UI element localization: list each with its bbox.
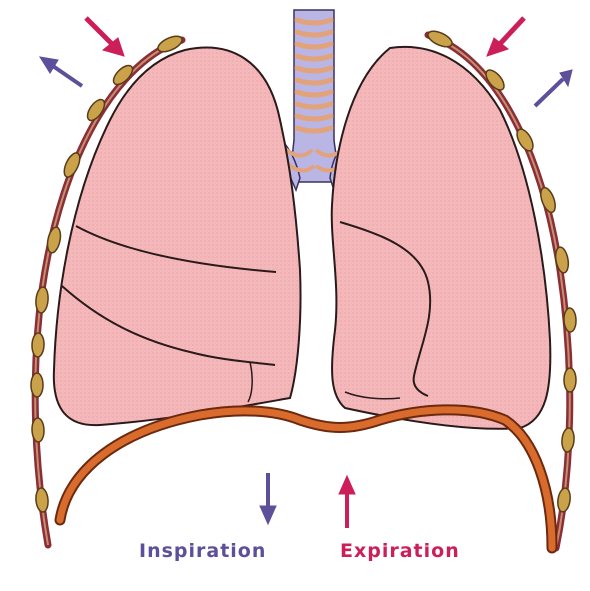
arrow-outward-icon <box>40 57 82 86</box>
left-lung <box>54 48 301 426</box>
arrow-inward-icon <box>86 18 124 56</box>
diaphragm <box>60 410 552 548</box>
expiration-label: Expiration <box>340 540 460 562</box>
arrow-down-icon <box>260 473 276 524</box>
right-lung <box>332 47 551 429</box>
inspiration-label: Inspiration <box>139 540 266 562</box>
arrow-outward-icon <box>535 70 572 106</box>
arrow-up-icon <box>339 476 355 528</box>
arrow-inward-icon <box>487 18 524 56</box>
